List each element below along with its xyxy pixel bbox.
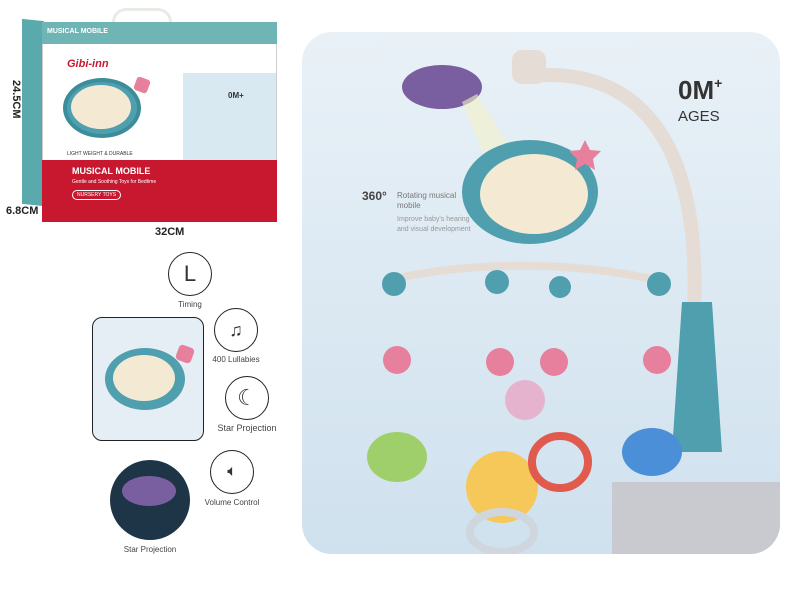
feature-volume: 🔈︎ Volume Control (200, 450, 264, 507)
age-label: AGES (678, 108, 720, 125)
moon-star-icon: ☾ (225, 376, 269, 420)
box-title: MUSICAL MOBILE (72, 166, 151, 176)
speaker-icon: 🔈︎ (210, 450, 254, 494)
feature-lullabies: ♫ 400 Lullabies (206, 308, 266, 364)
feature-star-projection: ☾ Star Projection (212, 376, 282, 433)
box-badge: NURSERY TOYS (72, 190, 122, 200)
box-subtitle: Gentle and Soothing Toys for Bedtime (72, 179, 157, 185)
benefit-text: Improve baby's hearing and visual develo… (397, 216, 471, 233)
projection-caption: Star Projection (123, 545, 177, 554)
device-closeup (92, 317, 204, 441)
box-depth-label: 6.8CM (6, 205, 39, 217)
hero-panel: 0M+ AGES 360° Rotating musical mobile Im… (302, 32, 780, 554)
mobile-illustration (367, 50, 780, 554)
music-notes-icon: ♫ (214, 308, 258, 352)
box-side (22, 18, 44, 207)
box-red-band: MUSICAL MOBILE Gentle and Soothing Toys … (42, 160, 277, 222)
rotation-degrees: 360° (362, 189, 387, 203)
projection-image (110, 460, 190, 540)
box-height-label: 24.5CM (10, 80, 22, 119)
clock-l-icon: L (168, 252, 212, 296)
box-handle (112, 8, 172, 22)
box-tagline: LIGHT WEIGHT & DURABLE (67, 151, 133, 157)
brand-logo: Gibi-inn (67, 58, 109, 70)
box-width-label: 32CM (155, 226, 185, 238)
age-big: 0M+ (678, 75, 723, 105)
rotation-text: Rotating musical mobile (397, 191, 457, 210)
feature-timing: L Timing (168, 252, 212, 309)
box-age: 0M+ (228, 91, 244, 100)
box-top: MUSICAL MOBILE (42, 22, 277, 44)
box-top-title: MUSICAL MOBILE (47, 28, 108, 35)
